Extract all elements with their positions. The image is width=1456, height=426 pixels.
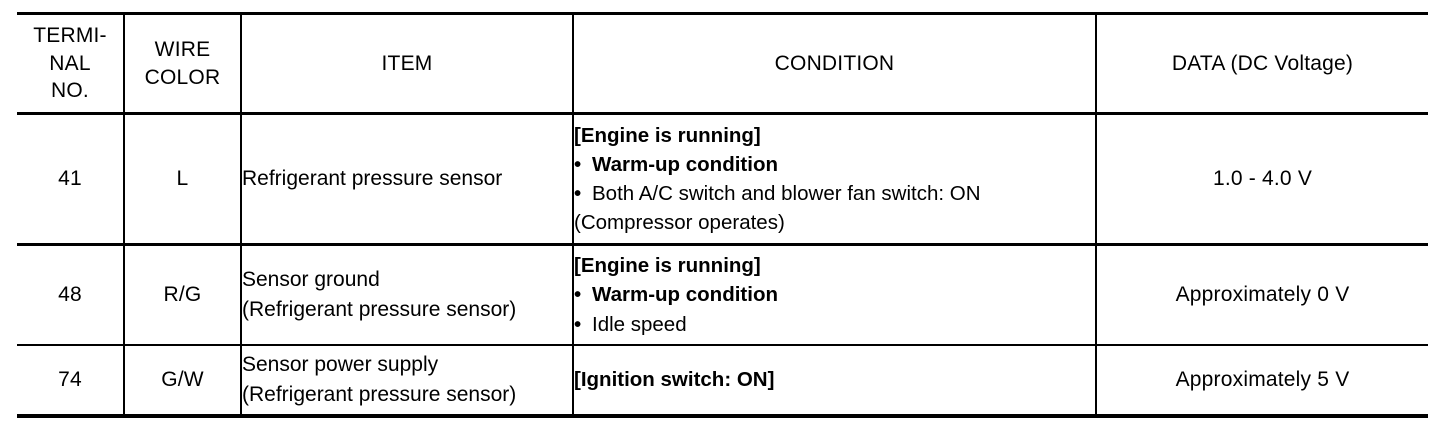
terminal-data-table: TERMI- NAL NO. WIRE COLOR ITEM	[17, 12, 1428, 418]
cell-condition: [Ignition switch: ON]	[573, 345, 1097, 416]
cell-condition: [Engine is running] Warm-up condition Bo…	[573, 113, 1097, 245]
condition-line: Warm-up condition	[574, 150, 1095, 179]
condition-line: Both A/C switch and blower fan switch: O…	[574, 179, 1095, 208]
table-row: 74 G/W Sensor power supply (Refrigerant …	[17, 345, 1428, 416]
header-line: NO.	[51, 79, 89, 103]
table-row: 48 R/G Sensor ground (Refrigerant pressu…	[17, 244, 1428, 345]
column-header-wire-color: WIRE COLOR	[124, 13, 242, 114]
condition-line: (Compressor operates)	[574, 211, 785, 235]
header-line: TERMI-	[33, 23, 107, 47]
cell-wire-color: R/G	[124, 244, 242, 345]
cell-terminal-no: 74	[17, 345, 125, 416]
cell-terminal-no: 48	[17, 244, 125, 345]
cell-wire-color: L	[124, 113, 242, 245]
table-row: 41 L Refrigerant pressure sensor [Engine…	[17, 113, 1428, 245]
header-row: TERMI- NAL NO. WIRE COLOR ITEM	[17, 13, 1428, 114]
cell-data: 1.0 - 4.0 V	[1096, 113, 1428, 245]
cell-item: Refrigerant pressure sensor	[241, 113, 574, 245]
cell-data: Approximately 5 V	[1096, 345, 1428, 416]
column-header-data: DATA (DC Voltage)	[1096, 13, 1428, 114]
header-line: WIRE	[154, 37, 211, 61]
item-line: Refrigerant pressure sensor	[242, 166, 503, 190]
table-header: TERMI- NAL NO. WIRE COLOR ITEM	[17, 13, 1428, 114]
item-line: (Refrigerant pressure sensor)	[242, 298, 517, 321]
condition-line: [Engine is running]	[574, 254, 761, 278]
column-header-item: ITEM	[241, 13, 574, 114]
condition-line: [Ignition switch: ON]	[574, 368, 775, 392]
header-line: ITEM	[381, 51, 433, 75]
header-line: DATA (DC Voltage)	[1171, 51, 1354, 75]
cell-terminal-no: 41	[17, 113, 125, 245]
item-line: Sensor ground	[242, 267, 380, 291]
cell-item: Sensor power supply (Refrigerant pressur…	[241, 345, 574, 416]
item-line: Sensor power supply	[242, 352, 439, 376]
cell-wire-color: G/W	[124, 345, 242, 416]
column-header-terminal-no: TERMI- NAL NO.	[17, 13, 125, 114]
column-header-condition: CONDITION	[573, 13, 1097, 114]
header-line: COLOR	[144, 65, 221, 89]
header-line: NAL	[49, 51, 91, 75]
condition-line: [Engine is running]	[574, 123, 761, 147]
cell-condition: [Engine is running] Warm-up condition Id…	[573, 244, 1097, 345]
table-body: 41 L Refrigerant pressure sensor [Engine…	[17, 113, 1428, 416]
item-line: (Refrigerant pressure sensor)	[242, 383, 517, 406]
header-line: CONDITION	[774, 51, 895, 75]
condition-line: Idle speed	[574, 310, 1095, 339]
cell-data: Approximately 0 V	[1096, 244, 1428, 345]
condition-line: Warm-up condition	[574, 280, 1095, 309]
cell-item: Sensor ground (Refrigerant pressure sens…	[241, 244, 574, 345]
